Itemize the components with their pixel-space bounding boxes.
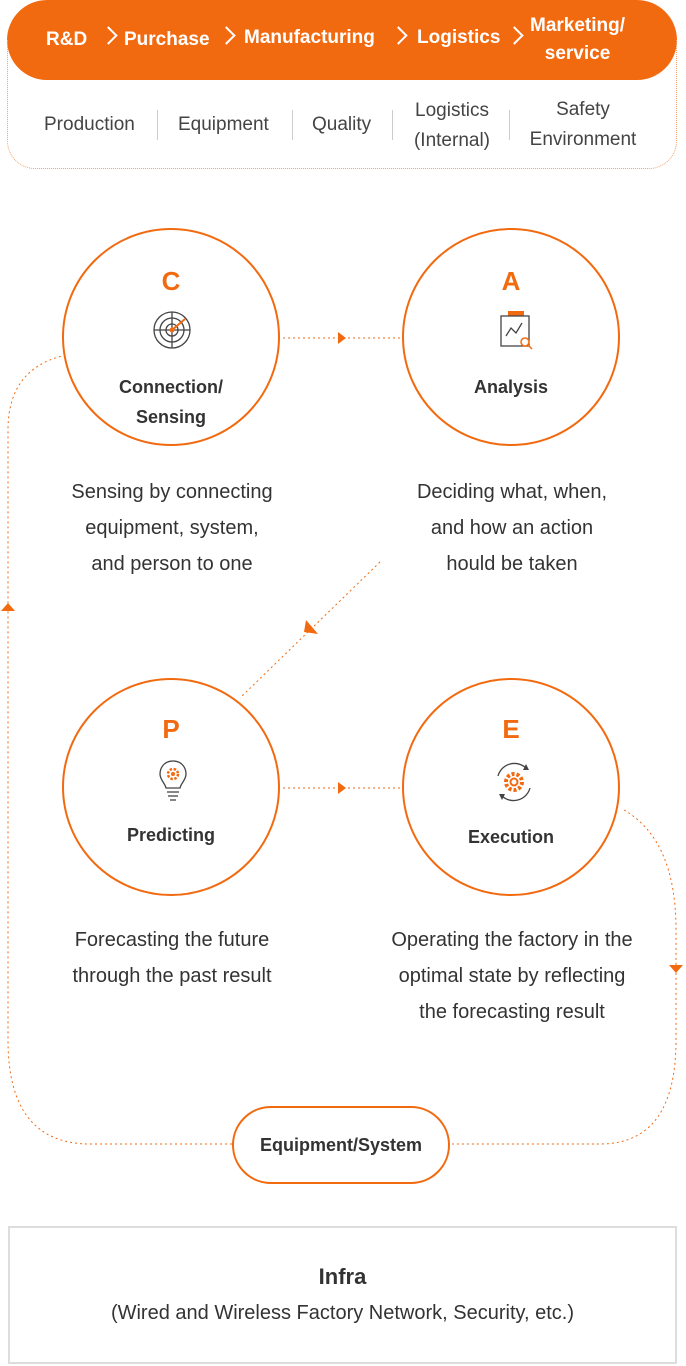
value-chain-bar xyxy=(7,0,677,80)
equipment-system-node: Equipment/System xyxy=(232,1106,450,1184)
stage-letter: E xyxy=(502,714,520,744)
connector-loop-left xyxy=(7,355,232,1145)
divider xyxy=(392,110,393,140)
arrowhead-a-to-p-icon xyxy=(304,620,318,634)
radar-target-icon xyxy=(152,310,192,355)
infra-subtitle: (Wired and Wireless Factory Network, Sec… xyxy=(110,1302,575,1324)
stage-letter: P xyxy=(162,714,180,744)
arrowhead-c-to-a-icon xyxy=(338,332,346,344)
divider xyxy=(509,110,510,140)
area-equipment: Equipment xyxy=(178,114,269,135)
infra-box: Infra (Wired and Wireless Factory Networ… xyxy=(8,1226,677,1364)
lightbulb-gear-icon xyxy=(157,758,189,807)
stage-label: Connection/ Sensing xyxy=(119,377,223,427)
stage-description: Sensing by connecting equipment, system,… xyxy=(71,481,273,575)
chain-step-rnd: R&D xyxy=(46,29,88,50)
divider xyxy=(292,110,293,140)
arrowhead-up-icon xyxy=(1,603,15,611)
chain-step-manufacturing: Manufacturing xyxy=(244,27,375,48)
equipment-system-label: Equipment/System xyxy=(259,1134,423,1155)
area-safety-environment: Safety Environment xyxy=(529,99,637,150)
stage-connection-sensing: C Connection/ Sensing xyxy=(62,228,280,446)
stage-description: Forecasting the future through the past … xyxy=(72,929,272,987)
infra-title: Infra xyxy=(318,1264,367,1289)
divider xyxy=(157,110,158,140)
stage-description: Operating the factory in the optimal sta… xyxy=(391,929,633,1023)
area-quality: Quality xyxy=(312,114,372,135)
clipboard-chart-icon xyxy=(496,308,536,357)
area-production: Production xyxy=(44,114,135,135)
stage-analysis: A Analysis xyxy=(402,228,620,446)
stage-letter: A xyxy=(501,266,521,296)
stage-label: Predicting xyxy=(126,825,215,845)
chain-step-purchase: Purchase xyxy=(124,29,210,50)
chain-step-logistics: Logistics xyxy=(417,27,501,48)
manufacturing-areas-panel xyxy=(7,40,677,169)
gear-cycle-icon xyxy=(492,760,536,809)
chain-step-marketing-service: Marketing/ service xyxy=(530,15,626,64)
stage-label: Analysis xyxy=(473,377,549,397)
arrowhead-p-to-e-icon xyxy=(338,782,346,794)
stage-execution: E Execution xyxy=(402,678,620,896)
stage-label: Execution xyxy=(467,827,555,847)
stage-letter: C xyxy=(161,266,181,296)
connector-e-loop-right xyxy=(452,809,677,1145)
arrowhead-down-icon xyxy=(669,965,683,973)
stage-predicting: P Predicting xyxy=(62,678,280,896)
stage-description: Deciding what, when, and how an action h… xyxy=(416,481,608,575)
area-logistics-internal: Logistics (Internal) xyxy=(413,100,491,151)
